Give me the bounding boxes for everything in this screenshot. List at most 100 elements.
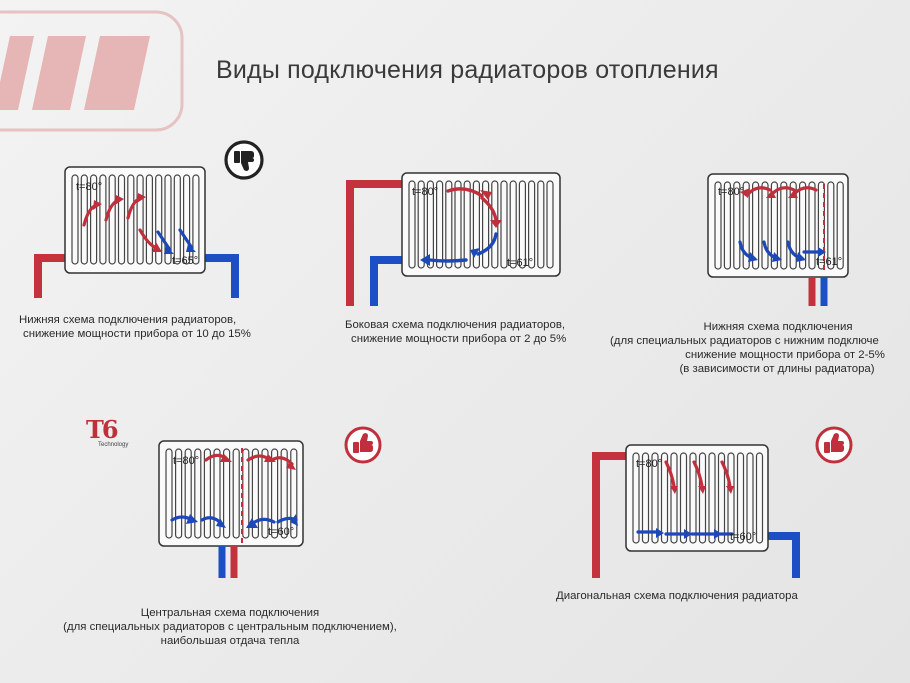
thumbs-up-icon-diagonal [815, 426, 853, 464]
radiator-fin [660, 452, 669, 544]
temp-out-diagonal: t=60° [730, 531, 757, 543]
radiator-fin [454, 180, 462, 269]
brand-logo [0, 10, 184, 132]
radiator-fin [651, 452, 659, 544]
flow-arrows-hot [446, 187, 498, 222]
pipe-return [766, 532, 800, 578]
radiator-fin [670, 452, 678, 544]
radiator-fin [509, 180, 517, 269]
caption-line: (в зависимости от длины радиатора) [679, 363, 875, 375]
radiator-fin [183, 174, 191, 265]
caption-side: Боковая схема подключения радиаторов, сн… [345, 318, 566, 346]
radiator-fin [746, 452, 754, 544]
caption-bottom-special: Нижняя схема подключения (для специальны… [610, 320, 910, 376]
radiator-fin [71, 174, 79, 265]
radiator-fin [194, 448, 202, 539]
radiator-fin [164, 174, 172, 265]
temp-out-central: t=60° [268, 526, 295, 538]
flow-arrows-cold [428, 232, 498, 263]
radiator-fin [708, 452, 716, 544]
t6-badge: T6 Technology [86, 418, 136, 460]
scheme-side-diagram [346, 172, 561, 306]
radiator-fin [184, 448, 192, 539]
radiator-fin [827, 181, 835, 270]
radiator-fin [417, 180, 425, 269]
flow-arrows-cold [156, 228, 194, 252]
temp-in-central: t=80° [173, 455, 200, 467]
temp-out-side: t=61° [507, 257, 534, 269]
radiator-fin [641, 452, 650, 544]
caption-line: Диагональная схема подключения радиатора [556, 590, 798, 602]
thumbs-down-icon [224, 140, 264, 180]
radiator-fin [251, 448, 260, 539]
radiator-fin [203, 448, 212, 539]
radiator-fin [714, 181, 722, 270]
caption-line: наибольшая отдача тепла [160, 635, 300, 647]
radiator-fin [89, 174, 98, 265]
radiator-fin [175, 448, 183, 539]
t6-badge-text: T6 [86, 415, 119, 444]
radiator-fin [537, 180, 545, 269]
temp-out-bottom: t=65° [172, 255, 199, 267]
radiator [64, 166, 206, 274]
flow-arrows-hot [746, 186, 818, 196]
radiator-fin [280, 448, 288, 539]
caption-bottom: Нижняя схема подключения радиаторов, сни… [19, 313, 251, 341]
radiator-fin [736, 452, 745, 544]
radiator-fin [270, 448, 279, 539]
radiator-fin [117, 174, 126, 265]
radiator-fin [770, 181, 779, 270]
radiator-fin [751, 181, 760, 270]
page-title: Виды подключения радиаторов отопления [216, 56, 719, 84]
radiator-fin [222, 448, 231, 539]
radiator-fin [108, 174, 116, 265]
radiator-fin [808, 181, 816, 270]
caption-diagonal: Диагональная схема подключения радиатора [556, 589, 798, 603]
radiator-fin [136, 174, 144, 265]
radiator-fin [789, 181, 797, 270]
radiator-fin [472, 180, 480, 269]
radiator-fin [435, 180, 444, 269]
radiator-fin [717, 452, 726, 544]
pipe-return [204, 254, 239, 298]
radiator-fin [780, 181, 788, 270]
scheme-diagonal-diagram [592, 444, 800, 578]
caption-line: Нижняя схема подключения радиаторов, [19, 314, 237, 326]
pipe-return [370, 256, 402, 306]
radiator-fin [761, 181, 769, 270]
flow-arrows-hot [664, 460, 732, 488]
radiator-fin [742, 181, 750, 270]
radiator-fin [733, 181, 741, 270]
radiator-fin [290, 448, 298, 539]
radiator-fin [445, 180, 453, 269]
pipe-supply [34, 254, 66, 298]
temp-in-side: t=80° [412, 186, 439, 198]
radiator-fin [463, 180, 471, 269]
radiator-fin [408, 180, 416, 269]
radiator-fin [836, 181, 844, 270]
thumbs-up-icon-central [344, 426, 382, 464]
caption-line: (для специальных радиаторов с нижним под… [610, 335, 879, 347]
radiator-fin [632, 452, 640, 544]
radiator-fin [482, 180, 490, 269]
caption-line: снижение мощности прибора от 10 до 15% [23, 328, 251, 340]
radiator-fin [723, 181, 731, 270]
radiator-fin [518, 180, 526, 269]
radiator-fin [426, 180, 435, 269]
radiator-fin [546, 180, 554, 269]
radiator-fin [165, 448, 173, 539]
radiator-fin [500, 180, 508, 269]
scheme-central-diagram [158, 440, 304, 578]
caption-line: Боковая схема подключения радиаторов, [345, 319, 566, 331]
temp-in-bottom: t=80° [76, 181, 103, 193]
caption-line: снижение мощности прибора от 2-5% [685, 349, 885, 361]
radiator-fin [173, 174, 181, 265]
radiator-fin [727, 452, 735, 544]
radiator-fin [755, 452, 764, 544]
radiator [625, 444, 769, 552]
temp-in-diagonal: t=80° [636, 458, 663, 470]
radiator-fin [679, 452, 688, 544]
caption-line: снижение мощности прибора от 2 до 5% [351, 333, 567, 345]
temp-in-bottom-special: t=80° [718, 186, 745, 198]
